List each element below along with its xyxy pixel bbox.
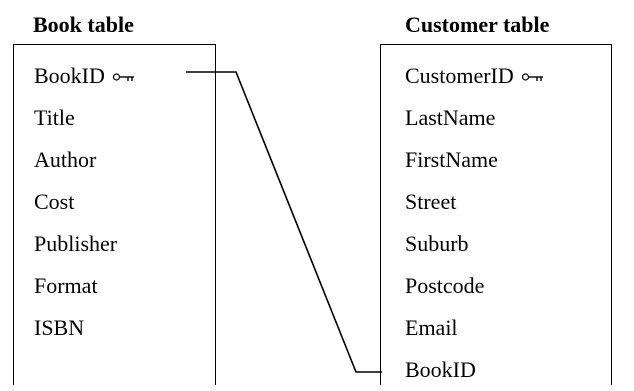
customer-field-lastname: LastName <box>405 97 544 139</box>
book-field-author: Author <box>34 139 135 181</box>
customer-field-postcode: Postcode <box>405 265 544 307</box>
customer-field-firstname: FirstName <box>405 139 544 181</box>
field-label: Postcode <box>405 273 485 298</box>
customer-field-list: CustomerID LastName FirstName Street Sub… <box>405 55 544 391</box>
field-label: FirstName <box>405 147 498 172</box>
field-label: ISBN <box>34 315 85 340</box>
book-field-list: BookID Title Author Cost Publisher Forma… <box>34 55 135 349</box>
customer-field-street: Street <box>405 181 544 223</box>
book-table: BookID Title Author Cost Publisher Forma… <box>13 44 216 385</box>
field-label: BookID <box>34 63 105 88</box>
book-table-title: Book table <box>33 12 134 37</box>
field-label: Publisher <box>34 231 118 256</box>
customer-field-bookid: BookID <box>405 349 544 391</box>
field-label: LastName <box>405 105 496 130</box>
field-label: Format <box>34 273 98 298</box>
field-label: Author <box>34 147 97 172</box>
field-label: Suburb <box>405 231 469 256</box>
customer-field-suburb: Suburb <box>405 223 544 265</box>
customer-table: CustomerID LastName FirstName Street Sub… <box>380 44 612 385</box>
field-label: BookID <box>405 357 476 382</box>
book-field-cost: Cost <box>34 181 135 223</box>
field-label: CustomerID <box>405 63 514 88</box>
field-label: Email <box>405 315 458 340</box>
book-field-isbn: ISBN <box>34 307 135 349</box>
customer-field-customerid: CustomerID <box>405 55 544 97</box>
customer-table-title: Customer table <box>405 12 550 37</box>
field-label: Title <box>34 105 75 130</box>
book-field-bookid: BookID <box>34 55 135 97</box>
key-icon <box>112 73 134 81</box>
key-icon <box>521 73 543 81</box>
book-field-publisher: Publisher <box>34 223 135 265</box>
customer-field-email: Email <box>405 307 544 349</box>
field-label: Street <box>405 189 457 214</box>
field-label: Cost <box>34 189 75 214</box>
book-field-format: Format <box>34 265 135 307</box>
book-field-title: Title <box>34 97 135 139</box>
